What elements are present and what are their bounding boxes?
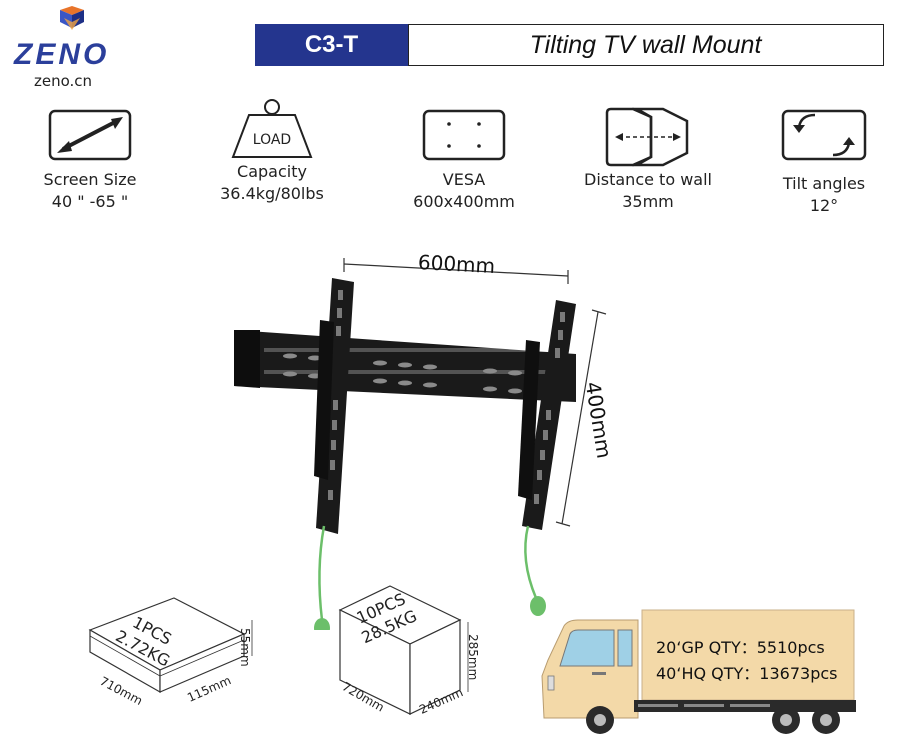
load-weight-icon: LOAD [231, 99, 313, 158]
distance-icon [605, 107, 689, 167]
shipping-truck-illustration [541, 609, 856, 734]
load-icon-text: LOAD [253, 132, 291, 148]
spec-label: Distance to wall [584, 170, 712, 189]
brand-logo [8, 6, 138, 96]
release-strap-right [524, 525, 538, 599]
model-number: C3-T [255, 24, 408, 66]
single-package-box [88, 597, 253, 694]
spec-screen-size: Screen Size 40 " -65 " [10, 105, 170, 213]
wall-mount-illustration [234, 258, 607, 630]
product-title: Tilting TV wall Mount [408, 24, 884, 66]
spec-value: 600x400mm [413, 192, 515, 211]
release-strap-left [318, 525, 326, 621]
spec-value: 40 " -65 " [51, 192, 129, 211]
spec-label: Tilt angles [782, 174, 866, 193]
product-header: C3-T Tilting TV wall Mount [255, 24, 885, 66]
spec-label: VESA [442, 170, 486, 189]
spec-capacity: LOAD Capacity 36.4kg/80lbs [192, 99, 352, 205]
width-dimension-label: 600mm [417, 249, 496, 279]
spec-value: 35mm [622, 192, 674, 211]
screen-size-icon [48, 109, 132, 161]
truck-wheels [586, 706, 840, 734]
tilt-icon [781, 109, 867, 161]
spec-value: 36.4kg/80lbs [220, 184, 324, 203]
spec-tilt: Tilt angles 12° [744, 105, 900, 217]
spec-label: Capacity [237, 162, 307, 181]
spec-distance: Distance to wall 35mm [568, 105, 728, 213]
carton-package-box [338, 585, 469, 715]
product-title-text: Tilting TV wall Mount [529, 30, 762, 59]
single-package-height: 55mm [238, 628, 252, 667]
brand-website: zeno.cn [34, 72, 93, 90]
vesa-icon [422, 109, 506, 161]
carton-package-height: 285mm [466, 634, 480, 681]
container-20gp-qty: 20‘GP QTY：5510pcs [656, 638, 825, 657]
spec-vesa: VESA 600x400mm [384, 105, 544, 213]
spec-label: Screen Size [43, 170, 137, 189]
brand-name: ZENO [14, 38, 110, 71]
container-40hq-qty: 40‘HQ QTY：13673pcs [656, 664, 838, 683]
logo-mark-icon [60, 6, 84, 30]
spec-value: 12° [809, 196, 839, 215]
